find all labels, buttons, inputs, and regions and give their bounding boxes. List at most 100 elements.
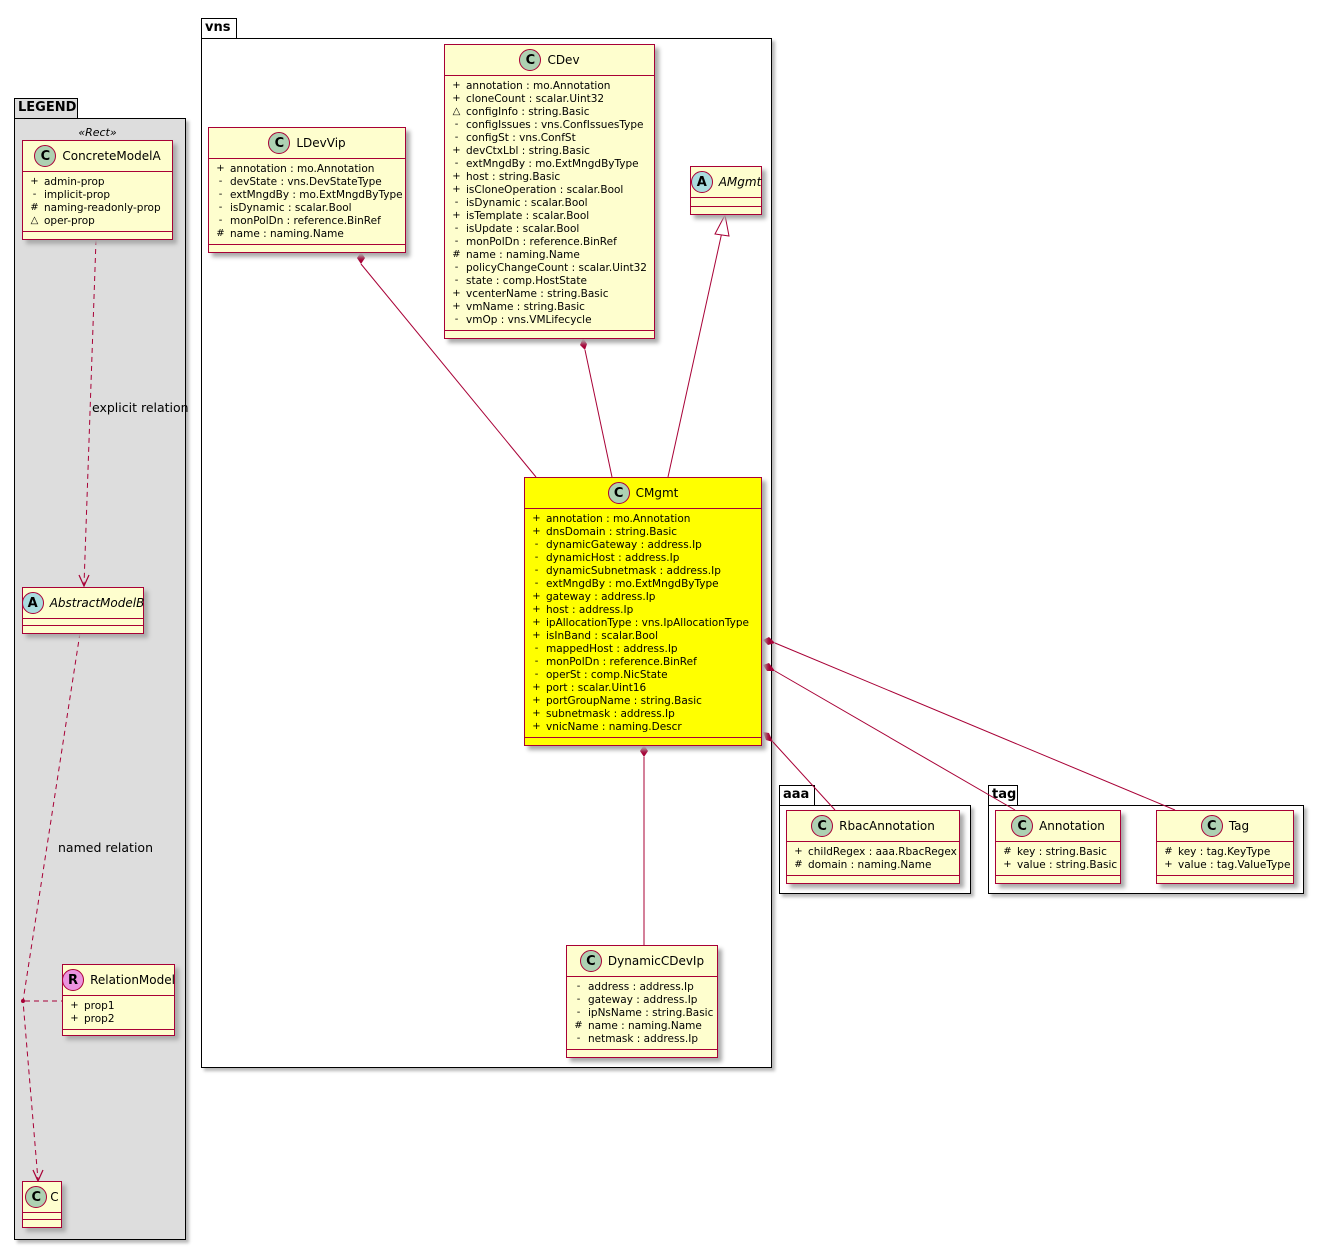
class-name: CMgmt bbox=[635, 486, 679, 500]
attribute: +annotation : mo.Annotation bbox=[216, 162, 375, 175]
class-c-icon: C bbox=[1011, 815, 1034, 837]
class-c-icon: C bbox=[607, 482, 630, 504]
attribute: -policyChangeCount : scalar.Uint32 bbox=[445, 261, 654, 274]
attribute: +annotation : mo.Annotation bbox=[452, 79, 611, 92]
package-aaa bbox=[779, 805, 971, 894]
visibility-icon: - bbox=[534, 643, 539, 654]
attribute: +vcenterName : string.Basic bbox=[452, 287, 609, 300]
attribute: -extMngdBy : mo.ExtMngdByType bbox=[525, 577, 761, 590]
class-c-icon: C bbox=[519, 49, 542, 71]
visibility-icon: - bbox=[218, 202, 223, 213]
attribute: +vmName : string.Basic bbox=[452, 300, 585, 313]
visibility-icon: + bbox=[532, 721, 541, 732]
class-c-icon: C bbox=[811, 815, 834, 837]
class-cmgmt: C CMgmt +annotation : mo.Annotation +dns… bbox=[524, 477, 762, 746]
visibility-icon: + bbox=[452, 210, 461, 221]
visibility-icon: - bbox=[534, 539, 539, 550]
class-abstract-model-b: A AbstractModelB bbox=[21, 587, 144, 634]
attribute: +vnicName : naming.Descr bbox=[532, 720, 682, 733]
attribute: -extMngdBy : mo.ExtMngdByType bbox=[445, 157, 654, 170]
visibility-icon: - bbox=[454, 158, 459, 169]
package-legend-tab: LEGEND bbox=[14, 98, 78, 118]
visibility-icon: - bbox=[576, 994, 581, 1005]
attribute: +ipAllocationType : vns.IpAllocationType bbox=[532, 616, 749, 629]
visibility-icon: + bbox=[452, 301, 461, 312]
visibility-icon: + bbox=[532, 604, 541, 615]
attribute: -configSt : vns.ConfSt bbox=[445, 131, 654, 144]
attribute: +isInBand : scalar.Bool bbox=[532, 629, 658, 642]
visibility-icon: + bbox=[30, 176, 39, 187]
dyncdevip-composition-diamond bbox=[640, 745, 648, 757]
attribute: -monPolDn : reference.BinRef bbox=[445, 235, 654, 248]
attribute: -isUpdate : scalar.Bool bbox=[445, 222, 654, 235]
attribute: +value : tag.ValueType bbox=[1164, 858, 1291, 871]
class-name: ConcreteModelA bbox=[62, 149, 161, 163]
visibility-icon: + bbox=[452, 171, 461, 182]
class-c: C C bbox=[22, 1181, 62, 1228]
attribute: +host : string.Basic bbox=[452, 170, 561, 183]
cmgmt-rbac-line bbox=[772, 741, 836, 811]
attribute: +gateway : address.Ip bbox=[532, 590, 656, 603]
rbac-composition-diamond bbox=[763, 732, 773, 742]
cmgmt-amgmt-line bbox=[667, 231, 723, 478]
package-aaa-tab: aaa bbox=[779, 785, 815, 805]
class-ldevvip: C LDevVip +annotation : mo.Annotation -d… bbox=[208, 127, 406, 253]
visibility-icon: - bbox=[534, 565, 539, 576]
visibility-icon: - bbox=[454, 119, 459, 130]
cmgmt-annotation-line bbox=[774, 670, 1016, 811]
attribute: -vmOp : vns.VMLifecycle bbox=[445, 313, 654, 326]
visibility-icon: + bbox=[1164, 859, 1173, 870]
attribute: -monPolDn : reference.BinRef bbox=[525, 655, 761, 668]
attribute: -configIssues : vns.ConfIssuesType bbox=[445, 118, 654, 131]
named-relation-label: named relation bbox=[58, 840, 153, 855]
attribute: +prop1 bbox=[70, 999, 115, 1012]
abstract-a-icon: A bbox=[21, 592, 44, 614]
visibility-icon: # bbox=[1164, 846, 1173, 857]
visibility-icon: - bbox=[218, 215, 223, 226]
class-concrete-model-a: «Rect» C ConcreteModelA +admin-prop -imp… bbox=[22, 126, 173, 240]
visibility-icon: - bbox=[454, 132, 459, 143]
attribute: #name : naming.Name bbox=[574, 1019, 702, 1032]
class-relation-model: R RelationModel +prop1 +prop2 bbox=[62, 964, 175, 1036]
visibility-icon: + bbox=[532, 617, 541, 628]
attribute: -isDynamic : scalar.Bool bbox=[209, 201, 405, 214]
attribute: #key : tag.KeyType bbox=[1164, 845, 1271, 858]
attribute: -ipNsName : string.Basic bbox=[567, 1006, 717, 1019]
cdev-composition-diamond bbox=[580, 338, 587, 350]
class-name: C bbox=[50, 1190, 59, 1204]
class-dynamic-cdev-ip: C DynamicCDevIp -address : address.Ip -g… bbox=[566, 945, 718, 1058]
visibility-icon: - bbox=[218, 176, 223, 187]
association-point bbox=[21, 999, 25, 1003]
package-legend bbox=[14, 118, 186, 1240]
attribute: -implicit-prop bbox=[23, 188, 172, 201]
attribute: +port : scalar.Uint16 bbox=[532, 681, 647, 694]
visibility-icon: - bbox=[454, 236, 459, 247]
attribute: -extMngdBy : mo.ExtMngdByType bbox=[209, 188, 405, 201]
class-name: Tag bbox=[1228, 819, 1250, 833]
visibility-icon: # bbox=[30, 202, 39, 213]
visibility-icon: - bbox=[576, 1033, 581, 1044]
visibility-icon: + bbox=[532, 708, 541, 719]
explicit-relation-arrowhead bbox=[78, 574, 90, 588]
visibility-icon: + bbox=[452, 145, 461, 156]
attribute: #name : naming.Name bbox=[216, 227, 344, 240]
class-c-icon: C bbox=[268, 132, 291, 154]
visibility-icon: + bbox=[452, 93, 461, 104]
rect-stereotype: «Rect» bbox=[78, 126, 117, 139]
visibility-icon: + bbox=[532, 630, 541, 641]
visibility-icon: - bbox=[576, 981, 581, 992]
attribute: #domain : naming.Name bbox=[794, 858, 932, 871]
attribute: +childRegex : aaa.RbacRegex bbox=[794, 845, 957, 858]
visibility-icon: + bbox=[532, 526, 541, 537]
relation-r-icon: R bbox=[62, 969, 85, 991]
visibility-icon: - bbox=[32, 189, 37, 200]
named-relation-line bbox=[22, 632, 81, 1181]
attribute: +value : string.Basic bbox=[1003, 858, 1118, 871]
attribute: -monPolDn : reference.BinRef bbox=[209, 214, 405, 227]
attribute: △configInfo : string.Basic bbox=[452, 105, 590, 118]
attribute: +admin-prop bbox=[30, 175, 105, 188]
visibility-icon: - bbox=[454, 275, 459, 286]
attribute: -devState : vns.DevStateType bbox=[209, 175, 405, 188]
attribute: +prop2 bbox=[70, 1012, 115, 1025]
